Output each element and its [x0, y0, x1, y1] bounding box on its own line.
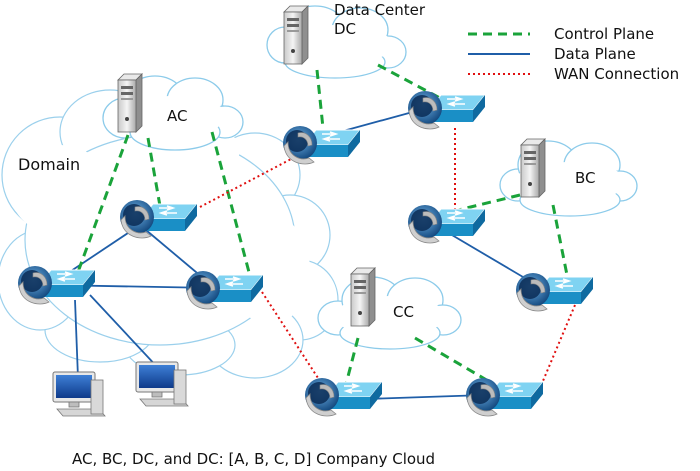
- desktop-pc-left-icon: [52, 371, 106, 417]
- dc-router-left-icon: [282, 125, 361, 165]
- legend-control-label: Control Plane: [554, 25, 654, 43]
- dc-title-label: Data Center: [334, 1, 426, 19]
- cc-router-left-icon: [304, 377, 383, 417]
- legend-data-label: Data Plane: [554, 45, 636, 63]
- cc-label: CC: [393, 303, 414, 321]
- ac-label: AC: [167, 107, 187, 125]
- cc-router-right-icon: [465, 377, 544, 417]
- cc-server-icon: [350, 267, 376, 327]
- dc-router-right-icon: [407, 90, 486, 130]
- domain-label: Domain: [18, 155, 80, 174]
- legend: Control Plane Data Plane WAN Connection: [468, 25, 679, 83]
- bc-server-icon: [520, 138, 546, 198]
- dc-server-icon: [283, 5, 309, 65]
- bc-router-bottom-icon: [515, 272, 594, 312]
- bc-router-top-icon: [407, 204, 486, 244]
- dc-label: DC: [334, 20, 356, 38]
- ac-server-icon: [117, 73, 143, 133]
- diagram-caption: AC, BC, DC, and DC: [A, B, C, D] Company…: [72, 450, 436, 468]
- bc-label: BC: [575, 169, 596, 187]
- legend-wan-label: WAN Connection: [554, 65, 679, 83]
